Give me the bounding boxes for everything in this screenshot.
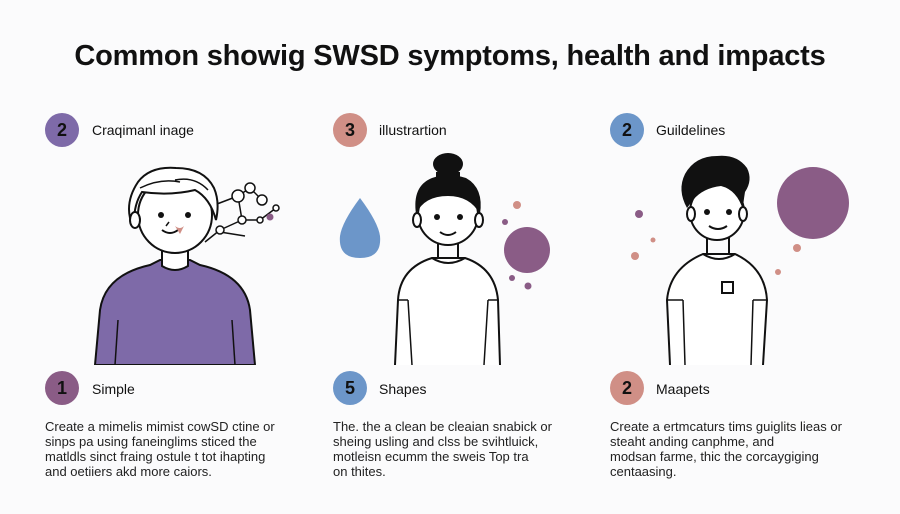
step-label: Simple — [92, 381, 135, 397]
step-label: Guildelines — [656, 122, 726, 138]
step-badge: 2 — [610, 371, 644, 405]
step-label: Shapes — [379, 381, 427, 397]
person-bun-hair-illustration — [339, 153, 550, 365]
step-description: Create a ertmcaturs tims guiglits lieas … — [610, 419, 842, 479]
step-description: The. the a clean be cleaian snabick or s… — [333, 419, 552, 479]
step-label: Maapets — [656, 381, 710, 397]
step-badge: 2 — [610, 113, 644, 147]
step-label: illustrartion — [379, 122, 447, 138]
step-description: Create a mimelis mimist cowSD ctine or s… — [45, 419, 275, 479]
step-label: Craqimanl inage — [92, 122, 194, 138]
step-badge: 5 — [333, 371, 367, 405]
person-curly-hair-illustration — [631, 155, 849, 365]
page-title: Common showig SWSD symptoms, health and … — [74, 40, 826, 72]
person-purple-sweater-illustration — [93, 166, 280, 365]
step-badge: 2 — [45, 113, 79, 147]
step-badge: 3 — [333, 113, 367, 147]
water-drop-icon — [339, 198, 381, 258]
step-badge: 1 — [45, 371, 79, 405]
